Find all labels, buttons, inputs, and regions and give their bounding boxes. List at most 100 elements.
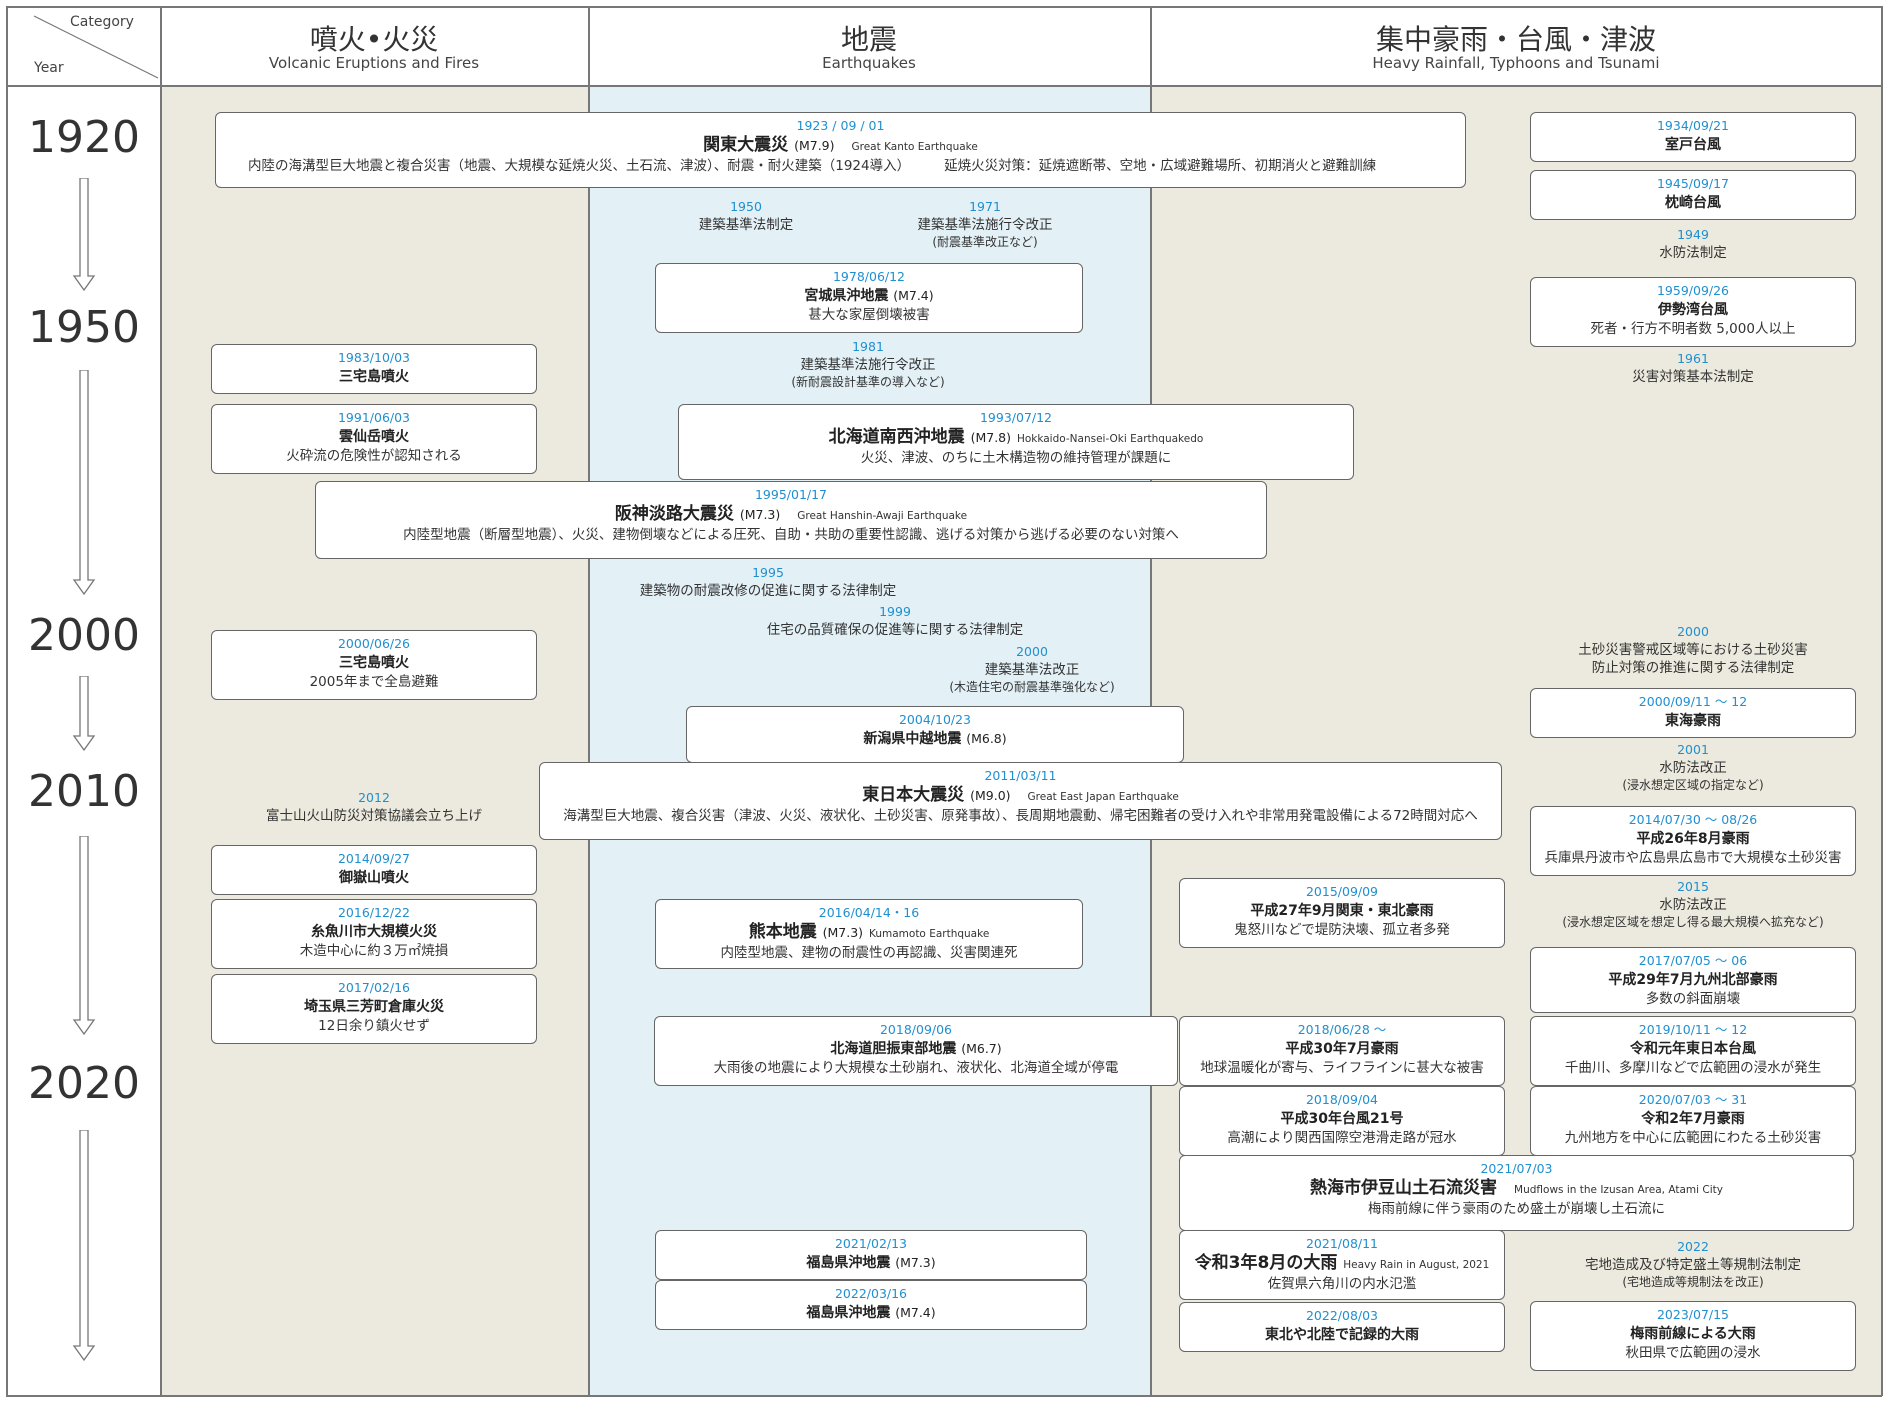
event-card-tokai: 2000/09/11 ～ 12 東海豪雨 — [1530, 688, 1856, 738]
event-title-text: 熱海市伊豆山土石流災害 — [1310, 1178, 1498, 1198]
event-title: 宮城県沖地震 (M7.4) — [662, 286, 1076, 306]
volcano-header-en: Volcanic Eruptions and Fires — [268, 54, 480, 72]
year-label: Year — [34, 60, 64, 76]
event-title-text: 令和3年8月の大雨 — [1194, 1253, 1338, 1273]
event-card-hagibis: 2019/10/11 ～ 12 令和元年東日本台風 千曲川、多摩川などで広範囲の… — [1530, 1016, 1856, 1086]
event-description: 地球温暖化が寄与、ライフラインに甚大な被害 — [1200, 1060, 1484, 1076]
event-description: 甚大な家屋倒壊被害 — [808, 307, 930, 323]
frame-bottom-line — [6, 1395, 1882, 1397]
event-card-jebi: 2018/09/04 平成30年台風21号 高潮により関西国際空港滑走路が冠水 — [1179, 1086, 1505, 1156]
event-title: 梅雨前線による大雨 — [1630, 1326, 1756, 1342]
event-title-text: 関東大震災 — [703, 135, 789, 155]
event-title: 水防法改正 — [1659, 760, 1727, 776]
corner-diagonal — [33, 15, 159, 79]
event-title: 新潟県中越地震 (M6.8) — [693, 729, 1177, 749]
event-title: 土砂災害警戒区域等における土砂災害 — [1578, 642, 1808, 658]
event-title: 建築基準法施行令改正 — [800, 357, 936, 373]
event-1949-law: 1949 水防法制定 — [1530, 226, 1856, 262]
event-magnitude: (M7.3) — [739, 507, 781, 522]
event-title-text: 北海道胆振東部地震 — [830, 1041, 957, 1057]
event-date: 1945/09/17 — [1656, 176, 1730, 191]
event-date: 1949 — [1677, 227, 1709, 242]
earthquake-header-jp: 地震 — [840, 23, 897, 56]
event-title-en: Great East Japan Earthquake — [1027, 791, 1179, 803]
event-title: 東日本大震災 (M9.0) Great East Japan Earthquak… — [546, 785, 1495, 807]
timeline-arrow-icon — [72, 178, 96, 292]
event-magnitude: (M7.9) — [794, 138, 835, 153]
event-card-kanto: 1923 / 09 / 01 関東大震災 (M7.9) Great Kanto … — [215, 112, 1466, 188]
event-title: 熊本地震 (M7.3) Kumamoto Earthquake — [662, 922, 1076, 944]
event-date: 2019/10/11 ～ 12 — [1638, 1022, 1748, 1037]
header-bottom-line — [6, 85, 1882, 87]
event-fuji-council: 2012 富士山火山防災対策協議会立ち上げ — [211, 789, 537, 825]
frame-left-line — [6, 6, 8, 1396]
year-column-divider — [160, 6, 162, 1396]
event-title: 平成29年7月九州北部豪雨 — [1608, 972, 1778, 988]
event-card-fukushima-2022: 2022/03/16 福島県沖地震 (M7.4) — [655, 1280, 1087, 1330]
event-title: 住宅の品質確保の促進等に関する法律制定 — [766, 622, 1024, 638]
event-card-hanshin: 1995/01/17 阪神淡路大震災 (M7.3) Great Hanshin-… — [315, 481, 1267, 559]
frame-right-line — [1881, 6, 1883, 1396]
event-2000-law: 2000 建築基準法改正 (木造住宅の耐震基準強化など) — [922, 643, 1142, 695]
event-date: 2015 — [1677, 879, 1709, 894]
event-1999-law: 1999 住宅の品質確保の促進等に関する法律制定 — [745, 603, 1045, 639]
event-title-text: 新潟県中越地震 — [863, 731, 962, 747]
event-title: 令和2年7月豪雨 — [1641, 1111, 1745, 1127]
event-description: 千曲川、多摩川などで広範囲の浸水が発生 — [1564, 1060, 1822, 1076]
event-description: 2005年まで全島避難 — [309, 674, 439, 690]
event-title: 宅地造成及び特定盛土等規制法制定 — [1585, 1257, 1801, 1273]
event-date: 2000 — [1677, 624, 1709, 639]
event-subnote: (耐震基準改正など) — [932, 235, 1038, 249]
event-date: 1981 — [852, 339, 884, 354]
event-magnitude: (M6.8) — [966, 731, 1007, 746]
event-1950-law: 1950 建築基準法制定 — [660, 198, 832, 234]
event-1995-law: 1995 建築物の耐震改修の促進に関する法律制定 — [618, 564, 918, 600]
event-title-text: 東日本大震災 — [862, 785, 965, 805]
year-2020: 2020 — [28, 1058, 140, 1109]
event-1961-law: 1961 災害対策基本法制定 — [1530, 350, 1856, 386]
event-date: 1995 — [752, 565, 784, 580]
event-date: 2021/08/11 — [1305, 1236, 1379, 1251]
event-title: 建築基準法制定 — [698, 217, 794, 233]
event-date: 2014/07/30 ～ 08/26 — [1628, 812, 1758, 827]
event-subnote: (浸水想定区域の指定など) — [1622, 778, 1764, 792]
category-label: Category — [70, 14, 134, 30]
event-magnitude: (M9.0) — [970, 788, 1011, 803]
event-card-muroto: 1934/09/21 室戸台風 — [1530, 112, 1856, 162]
event-1971-law: 1971 建築基準法施行令改正 (耐震基準改正など) — [890, 198, 1080, 250]
event-title: 平成30年台風21号 — [1280, 1111, 1404, 1127]
event-2015-law: 2015 水防法改正 (浸水想定区域を想定し得る最大規模へ拡充など) — [1520, 878, 1866, 930]
event-date: 2000 — [1016, 644, 1048, 659]
event-description: 九州地方を中心に広範囲にわたる土砂災害 — [1564, 1130, 1822, 1146]
event-card-kumamoto: 2016/04/14・16 熊本地震 (M7.3) Kumamoto Earth… — [655, 899, 1083, 969]
event-card-r3-rain: 2021/08/11 令和3年8月の大雨 Heavy Rain in Augus… — [1179, 1230, 1505, 1300]
event-title: 令和3年8月の大雨 Heavy Rain in August, 2021 — [1186, 1253, 1498, 1275]
event-title-line-2: 防止対策の推進に関する法律制定 — [1591, 660, 1795, 676]
event-description: 12日余り鎮火せず — [318, 1018, 430, 1034]
event-card-r2-rain: 2020/07/03 ～ 31 令和2年7月豪雨 九州地方を中心に広範囲にわたる… — [1530, 1086, 1856, 1156]
event-date: 2001 — [1677, 742, 1709, 757]
timeline-arrow-icon — [72, 370, 96, 596]
event-2001-law: 2001 水防法改正 (浸水想定区域の指定など) — [1530, 741, 1856, 793]
event-title-en: Great Hanshin-Awaji Earthquake — [797, 510, 968, 522]
event-2022-law: 2022 宅地造成及び特定盛土等規制法制定 (宅地造成等規制法を改正) — [1530, 1238, 1856, 1290]
event-card-makurazaki: 1945/09/17 枕崎台風 — [1530, 170, 1856, 220]
event-card-baiu-2023: 2023/07/15 梅雨前線による大雨 秋田県で広範囲の浸水 — [1530, 1301, 1856, 1371]
event-description: 木造中心に約３万㎡焼損 — [299, 943, 449, 959]
event-card-tohoku: 2011/03/11 東日本大震災 (M9.0) Great East Japa… — [539, 762, 1502, 840]
event-card-iburi: 2018/09/06 北海道胆振東部地震 (M6.7) 大雨後の地震により大規模… — [654, 1016, 1178, 1086]
event-date: 2014/09/27 — [337, 851, 411, 866]
event-date: 2020/07/03 ～ 31 — [1638, 1092, 1748, 1107]
event-title: 室戸台風 — [1665, 137, 1721, 153]
event-date: 1959/09/26 — [1656, 283, 1730, 298]
year-2010: 2010 — [28, 766, 140, 817]
event-date: 1995/01/17 — [754, 487, 828, 502]
event-date: 1983/10/03 — [337, 350, 411, 365]
event-description: 火砕流の危険性が認知される — [286, 448, 462, 464]
event-description: 内陸型地震（断層型地震）、火災、建物倒壊などによる圧死、自助・共助の重要性認識、… — [403, 527, 1179, 543]
event-magnitude: (M7.4) — [895, 1305, 936, 1320]
event-date: 1999 — [879, 604, 911, 619]
event-title: 三宅島噴火 — [339, 655, 409, 671]
event-date: 2015/09/09 — [1305, 884, 1379, 899]
event-description: 多数の斜面崩壊 — [1645, 991, 1741, 1007]
